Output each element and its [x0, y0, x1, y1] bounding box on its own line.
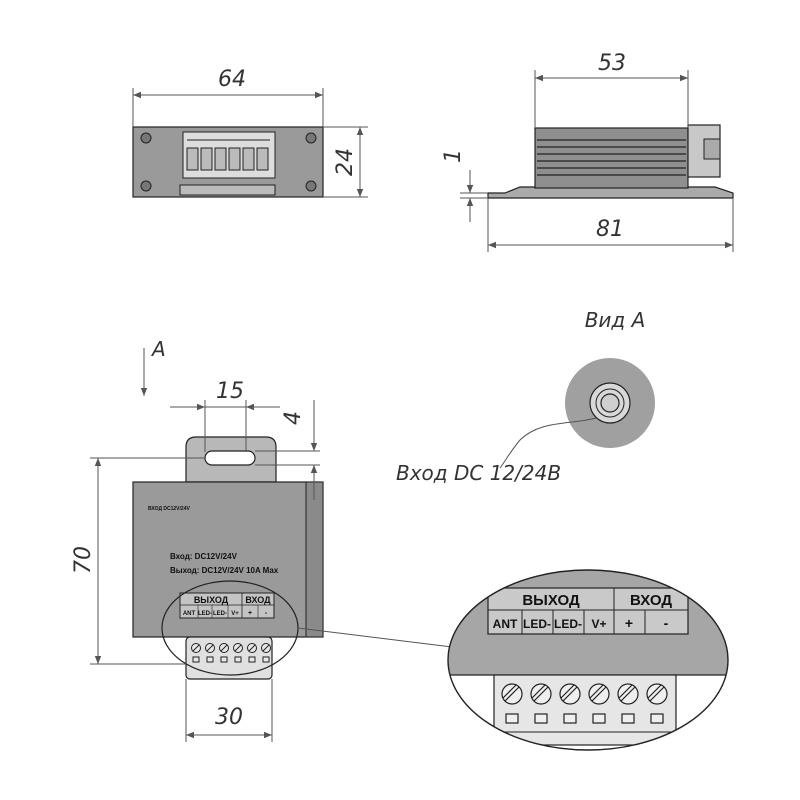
dim-front-hole-offset: 4	[281, 411, 306, 425]
front-view: A ВХОД DC12V/24V Вход: DC12V/24V Выход: …	[71, 337, 453, 742]
screw-icon	[140, 132, 152, 144]
front-terminal-screws	[191, 643, 271, 663]
zoom-detail: ВЫХОД ВХОД ANT LED- LED- V+ + -	[447, 569, 729, 751]
dim-front-terminal-width: 30	[215, 705, 243, 730]
zoom-term-vplus: V+	[591, 617, 606, 631]
zoom-term-ant: ANT	[493, 617, 518, 631]
small-output-header: ВЫХОД	[194, 595, 229, 605]
screw-icon	[305, 180, 317, 192]
zoom-term-led2: LED-	[554, 617, 582, 631]
device-input-print: Вход: DC12V/24V	[170, 552, 238, 561]
zoom-term-led1: LED-	[523, 617, 551, 631]
view-a: Вид А Вход DC 12/24B	[396, 308, 655, 485]
small-term-led1: LED-	[198, 611, 212, 617]
device-output-print: Выход: DC12V/24V 10A Max	[170, 566, 279, 575]
small-label-table: ВЫХОД ВХОД ANT LED- LED- V+ + -	[179, 592, 275, 619]
dim-top-height: 24	[333, 148, 358, 176]
screw-icon	[305, 132, 317, 144]
zoom-input-header: ВХОД	[630, 592, 672, 609]
dim-front-tab-width: 15	[216, 379, 244, 404]
small-term-minus: -	[265, 610, 268, 617]
screw-icon	[140, 180, 152, 192]
dim-side-thickness: 1	[441, 149, 466, 163]
dc-jack-icon	[600, 393, 620, 413]
dim-side-total: 81	[596, 217, 624, 242]
zoom-term-minus: -	[664, 615, 669, 631]
zoom-circle-outline	[447, 569, 729, 751]
zoom-terminal-screws	[501, 683, 668, 724]
zoom-term-plus: +	[625, 615, 633, 631]
side-body	[534, 127, 689, 189]
input-dc-label: Вход DC 12/24B	[396, 461, 561, 485]
top-terminals	[186, 147, 269, 171]
zoom-output-header: ВЫХОД	[522, 592, 580, 609]
top-view: 64 24	[132, 67, 368, 198]
side-base-plate	[487, 186, 734, 199]
dim-front-height: 70	[71, 546, 96, 574]
side-view: 53 81 1	[441, 51, 734, 252]
view-a-title: Вид А	[585, 308, 646, 332]
mounting-slot	[204, 450, 256, 466]
small-term-plus: +	[248, 610, 252, 617]
view-arrow-label: A	[150, 337, 166, 361]
small-term-vplus: V+	[231, 611, 239, 617]
small-term-led2: LED-	[213, 611, 227, 617]
zoom-terminal-block	[493, 674, 677, 746]
dim-side-width: 53	[598, 51, 626, 76]
dim-top-width: 64	[218, 67, 246, 92]
small-input-header: ВХОД	[245, 595, 271, 605]
small-term-ant: ANT	[183, 611, 196, 617]
device-top-print: ВХОД DC12V/24V	[148, 506, 190, 512]
